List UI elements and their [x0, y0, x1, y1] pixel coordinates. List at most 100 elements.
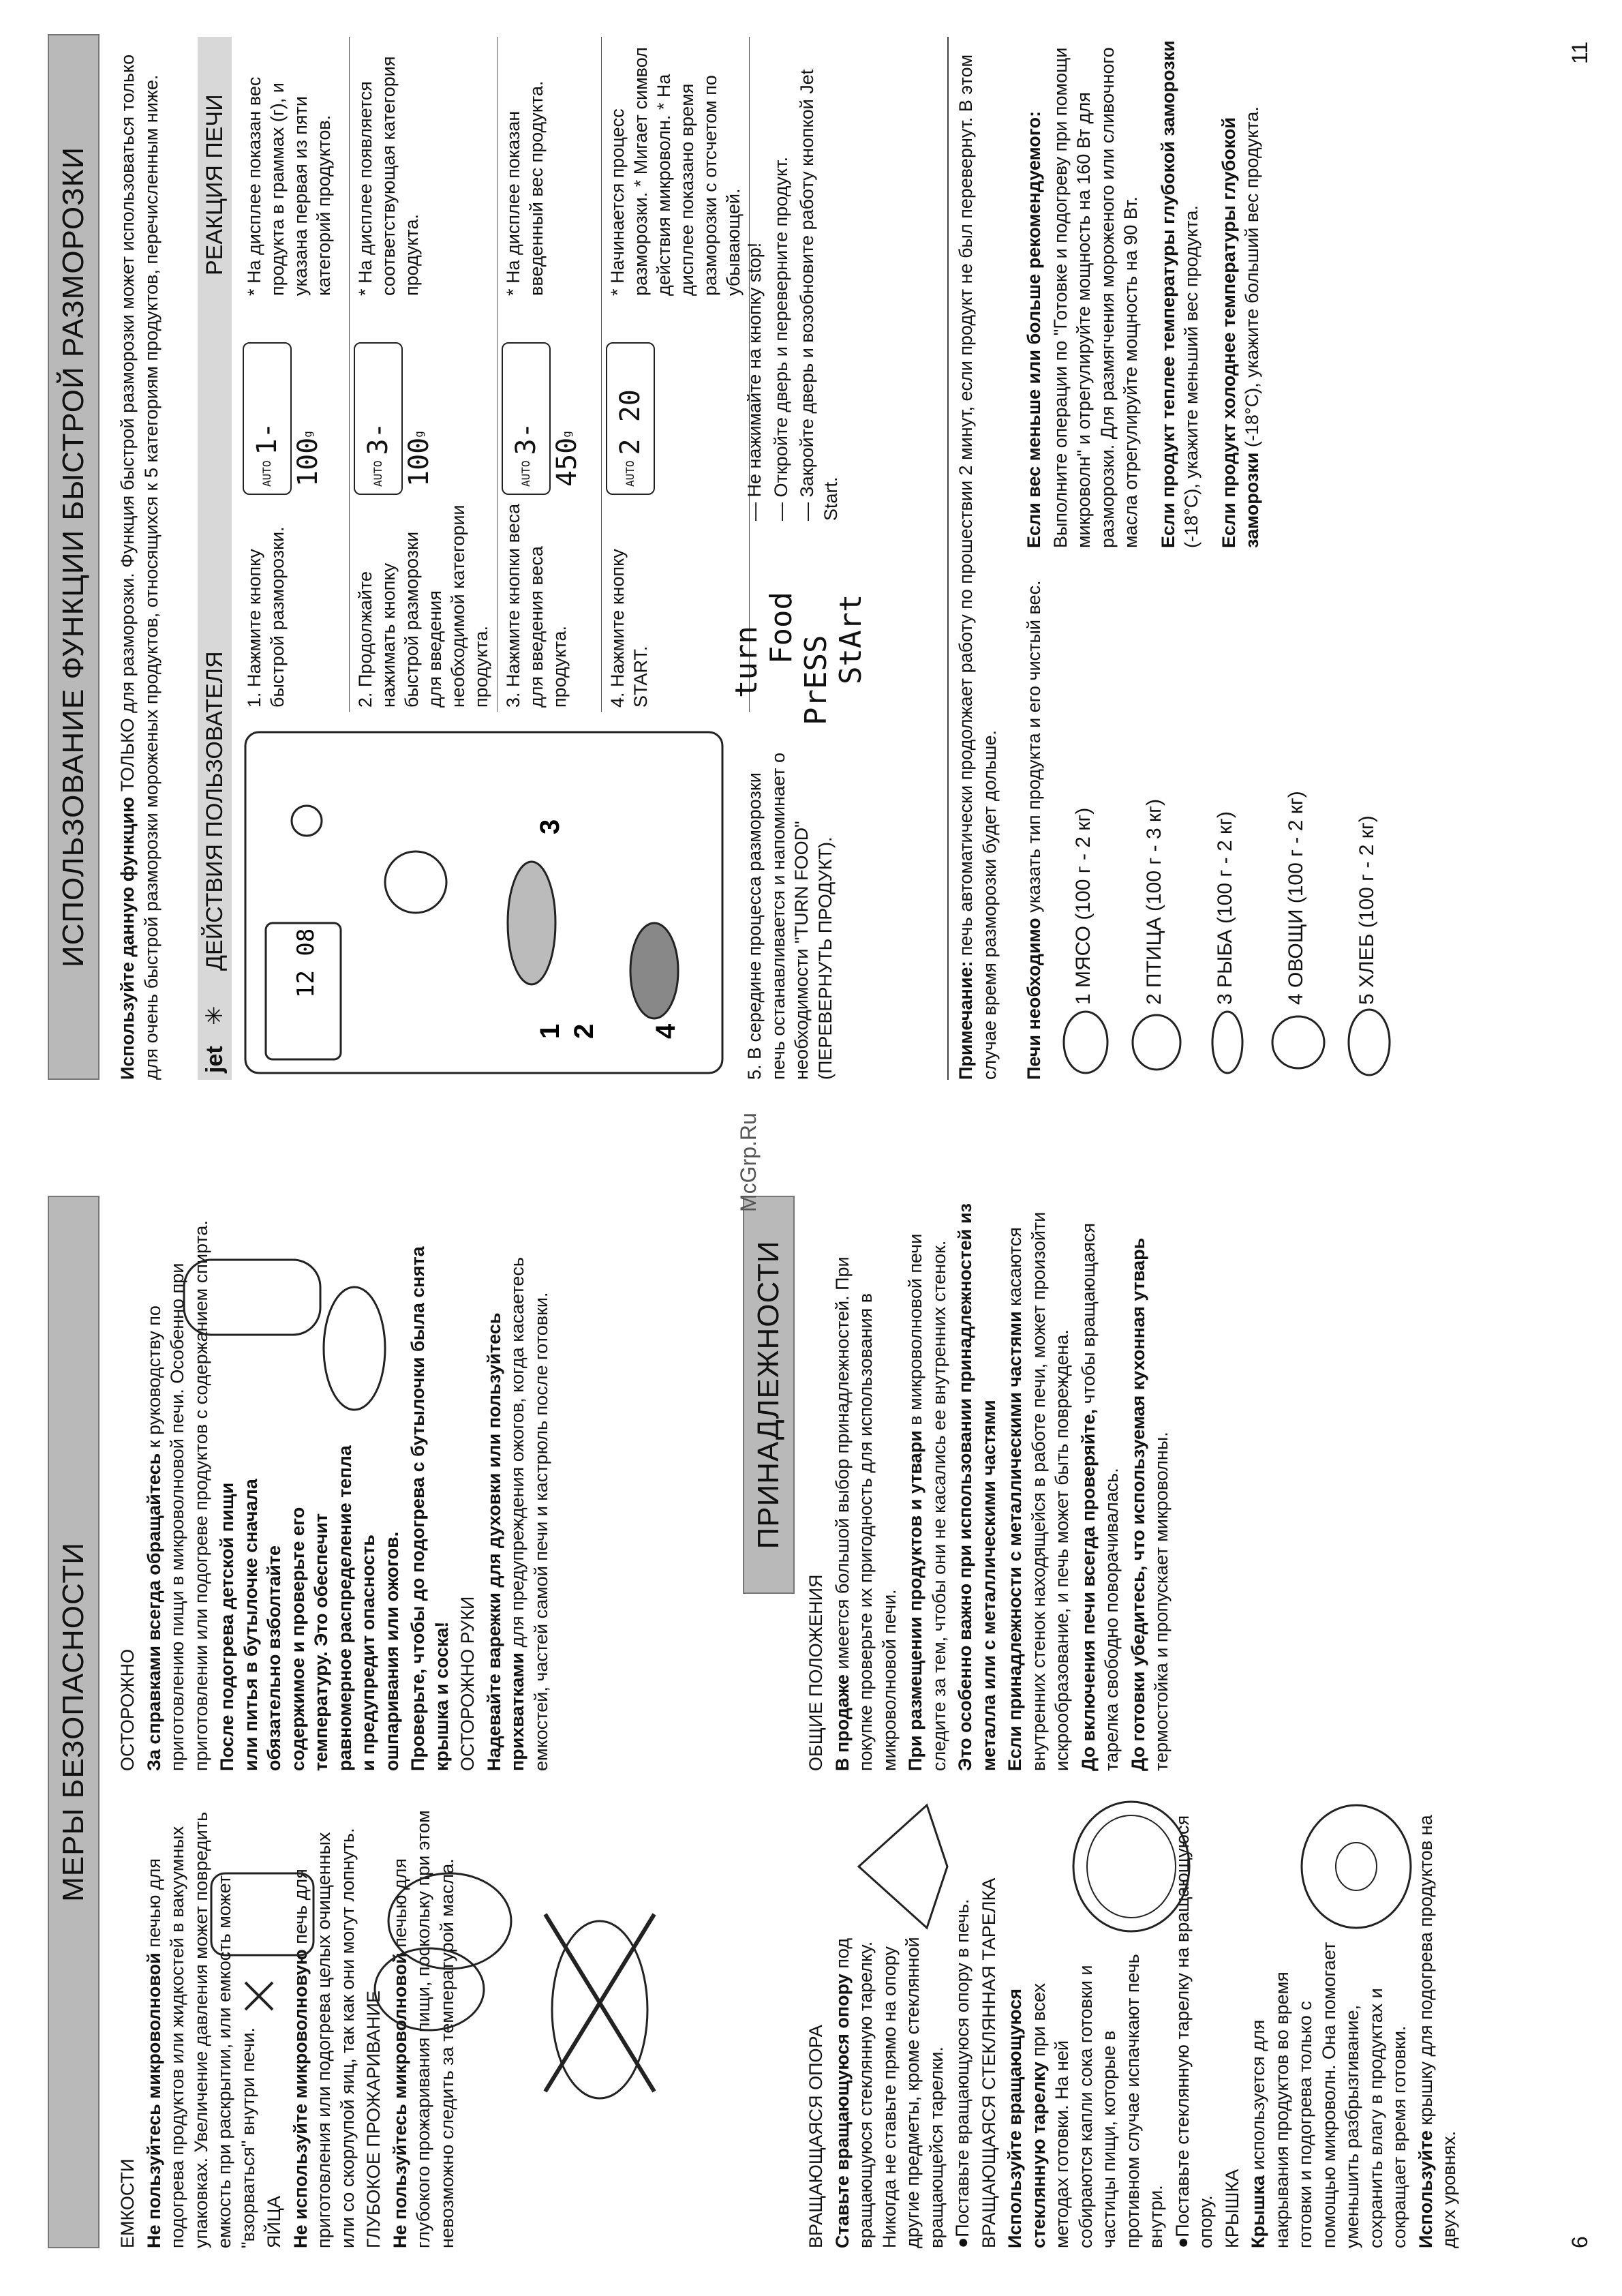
- bowl-icon: [322, 1286, 386, 1411]
- note-text: Примечание: печь автоматически продолжае…: [947, 37, 1001, 1080]
- step-action: 3. Нажмите кнопки веса для введения веса…: [497, 499, 602, 712]
- oven-reaction-heading: РЕАКЦИЯ ПЕЧИ: [202, 94, 228, 275]
- panel-display-text: 12 08: [292, 928, 320, 998]
- note-restart: — Закройте дверь и возобновите работу кн…: [797, 69, 841, 521]
- weight-notes-column: Если вес меньше или больше рекомендуемог…: [1022, 37, 1267, 548]
- category-meat: 1 МЯСО (100 г - 2 кг): [1049, 575, 1120, 1080]
- panel-button[interactable]: [290, 804, 323, 837]
- need-text: Печи необходимо указать тип продукта и е…: [1024, 580, 1044, 1080]
- containers-heading: ЕМКОСТИ: [117, 2158, 138, 2248]
- step-action: 1. Нажмите кнопку быстрой разморозки.: [239, 499, 350, 712]
- note-turn-food: — Откройте дверь и переверните продукт.: [770, 157, 791, 521]
- snowflake-icon: ✳: [202, 1006, 228, 1026]
- defrost-title-band: ИСПОЛЬЗОВАНИЕ ФУНКЦИИ БЫСТРОЙ РАЗМОРОЗКИ: [48, 34, 100, 1080]
- category-bread: 5 ХЛЕБ (100 г - 2 кг): [1332, 575, 1403, 1080]
- general-heading: ОБЩИЕ ПОЛОЖЕНИЯ: [806, 1574, 826, 1771]
- category-fish: 3 РЫБА (100 г - 2 кг): [1191, 575, 1261, 1080]
- baby-bottle-illustration: [183, 1258, 386, 1411]
- msg-food: Food: [764, 592, 799, 664]
- svg-text:4: 4: [651, 1023, 681, 1039]
- step-lcd: AUTO1- 100g: [239, 300, 350, 499]
- svg-text:1: 1: [535, 1024, 565, 1039]
- weight-buttons[interactable]: [506, 860, 557, 986]
- roller-support-icon: [857, 1803, 949, 1930]
- jet-logo: jet: [202, 1046, 228, 1073]
- accessory-illustrations: [857, 1800, 1412, 1933]
- start-button[interactable]: [629, 922, 679, 1020]
- right-page-number: 11: [1567, 41, 1592, 64]
- steps-header: jet ✳ ДЕЙСТВИЯ ПОЛЬЗОВАТЕЛЯ РЕАКЦИЯ ПЕЧИ: [198, 37, 232, 1080]
- accessories-title-band: ПРИНАДЛЕЖНОСТИ: [743, 1196, 795, 1594]
- metal-parts-text: Если принадлежности с металлическими час…: [1005, 1211, 1072, 1771]
- display-messages: turn Food PrESS StArt: [729, 534, 868, 725]
- step-reaction: * Начинается процесс разморозки. * Мигае…: [601, 37, 750, 300]
- vegetables-icon: [1271, 1015, 1325, 1070]
- egg-icon: [387, 1872, 512, 1970]
- weight-text: Выполните операции по "Готовке и подогре…: [1050, 47, 1142, 548]
- svg-text:3: 3: [535, 819, 565, 834]
- step-lcd: AUTO3- 100g: [349, 300, 498, 499]
- placement-text: При размещении продуктов и утвари в микр…: [905, 1233, 949, 1771]
- user-actions-heading: ДЕЙСТВИЯ ПОЛЬЗОВАТЕЛЯ: [202, 651, 228, 971]
- container-icon: [210, 1872, 315, 1957]
- safety-title-band: МЕРЫ БЕЗОПАСНОСТИ: [48, 1196, 100, 2248]
- chicken-icon: [1131, 1014, 1181, 1071]
- step-row: 2. Продолжайте нажимать кнопку быстрой р…: [349, 37, 498, 712]
- note-dont-stop: — Не нажимайте на кнопку stop!: [744, 242, 765, 521]
- intro-text: Используйте данную функцию ТОЛЬКО для ра…: [117, 54, 162, 1080]
- category-vegetables: 4 ОВОЩИ (100 г - 2 кг): [1261, 575, 1332, 1080]
- step-action: 4. Нажмите кнопку START.: [601, 499, 750, 712]
- support-text: Ставьте вращающуюся опору под вращающуюс…: [831, 1937, 947, 2248]
- lid-text: Крышка используется для накрывания проду…: [1248, 1942, 1409, 2248]
- hands-heading: ОСТОРОЖНО РУКИ: [457, 1596, 478, 1771]
- step-lcd: AUTO2 20: [601, 300, 750, 499]
- support-heading: ВРАЩАЮЩАЯСЯ ОПОРА: [806, 2025, 826, 2248]
- caution-heading: ОСТОРОЖНО: [117, 1648, 138, 1771]
- general-text: В продаже имеется большой выбор принадле…: [831, 1256, 900, 1771]
- frying-pan-icon: [551, 1920, 649, 2100]
- fish-icon: [1211, 1010, 1243, 1074]
- bread-icon: [1347, 1008, 1390, 1076]
- panel-display: [264, 922, 342, 1061]
- categories-column: Печи необходимо указать тип продукта и е…: [1022, 575, 1403, 1080]
- msg-press: PrESS: [799, 635, 833, 725]
- msg-turn: turn: [729, 626, 764, 698]
- defrost-title: ИСПОЛЬЗОВАНИЕ ФУНКЦИИ БЫСТРОЙ РАЗМОРОЗКИ: [57, 147, 90, 968]
- step-row: 1. Нажмите кнопку быстрой разморозки. AU…: [239, 37, 350, 712]
- step-row: 4. Нажмите кнопку START. AUTO2 20 * Начи…: [601, 37, 750, 712]
- glass-plate-icon: [1072, 1800, 1191, 1933]
- metal-warning: Это особенно важно при использовании при…: [955, 1203, 999, 1771]
- left-page: МЕРЫ БЕЗОПАСНОСТИ ЕМКОСТИ Не пользуйтесь…: [0, 1148, 1622, 2296]
- left-col-4: ОБЩИЕ ПОЛОЖЕНИЯ В продаже имеется большо…: [804, 1198, 1176, 1771]
- hands-text: Надевайте варежки для духовки или пользу…: [483, 1257, 551, 1771]
- bottle-icon: [183, 1258, 322, 1336]
- turntable-check-text: До включения печи всегда проверяйте, что…: [1077, 1223, 1122, 1771]
- cow-icon: [1062, 1010, 1108, 1074]
- lid-icon: [1300, 1804, 1412, 1929]
- warmer-text: Если продукт теплее температуры глубокой…: [1157, 40, 1202, 548]
- step-reaction: * На дисплее показан вес продукта в грам…: [239, 37, 350, 300]
- power-dial[interactable]: [384, 850, 448, 914]
- step-5-notes: — Не нажимайте на кнопку stop! — Откройт…: [743, 37, 845, 521]
- msg-start: StArt: [833, 594, 868, 684]
- baby-food-text: После подогрева детской пищи или питья в…: [217, 1445, 402, 1771]
- step-reaction: * На дисплее появляется соответствующая …: [349, 37, 498, 300]
- safety-title: МЕРЫ БЕЗОПАСНОСТИ: [57, 1542, 90, 1902]
- svg-text:2: 2: [569, 1024, 599, 1039]
- safety-illustrations: [210, 1872, 656, 2100]
- colder-text: Если продукт холоднее температуры глубок…: [1218, 106, 1263, 548]
- plate-text: Используйте вращающуюся стеклянную тарел…: [1005, 1954, 1166, 2248]
- control-panel: [244, 731, 724, 1074]
- control-panel-illustration: 12 08 1 2 3 4: [244, 731, 724, 1074]
- weight-heading: Если вес меньше или больше рекомендуемог…: [1024, 110, 1044, 548]
- step-lcd: AUTO3- 450g: [497, 300, 602, 499]
- bottle-text: Проверьте, чтобы до подогрева с бутылочк…: [408, 1246, 452, 1771]
- left-page-number: 6: [1567, 2236, 1592, 2248]
- step-reaction: * На дисплее показан введенный вес проду…: [497, 37, 602, 300]
- accessories-title: ПРИНАДЛЕЖНОСТИ: [752, 1240, 785, 1550]
- cookware-text: До готовки убедитесь, что используемая к…: [1127, 1237, 1172, 1771]
- step-5-text: 5. В середине процесса разморозки печь о…: [744, 752, 836, 1080]
- right-page: ИСПОЛЬЗОВАНИЕ ФУНКЦИИ БЫСТРОЙ РАЗМОРОЗКИ…: [48, 34, 1592, 1080]
- steps-table: 1. Нажмите кнопку быстрой разморозки. AU…: [239, 37, 750, 712]
